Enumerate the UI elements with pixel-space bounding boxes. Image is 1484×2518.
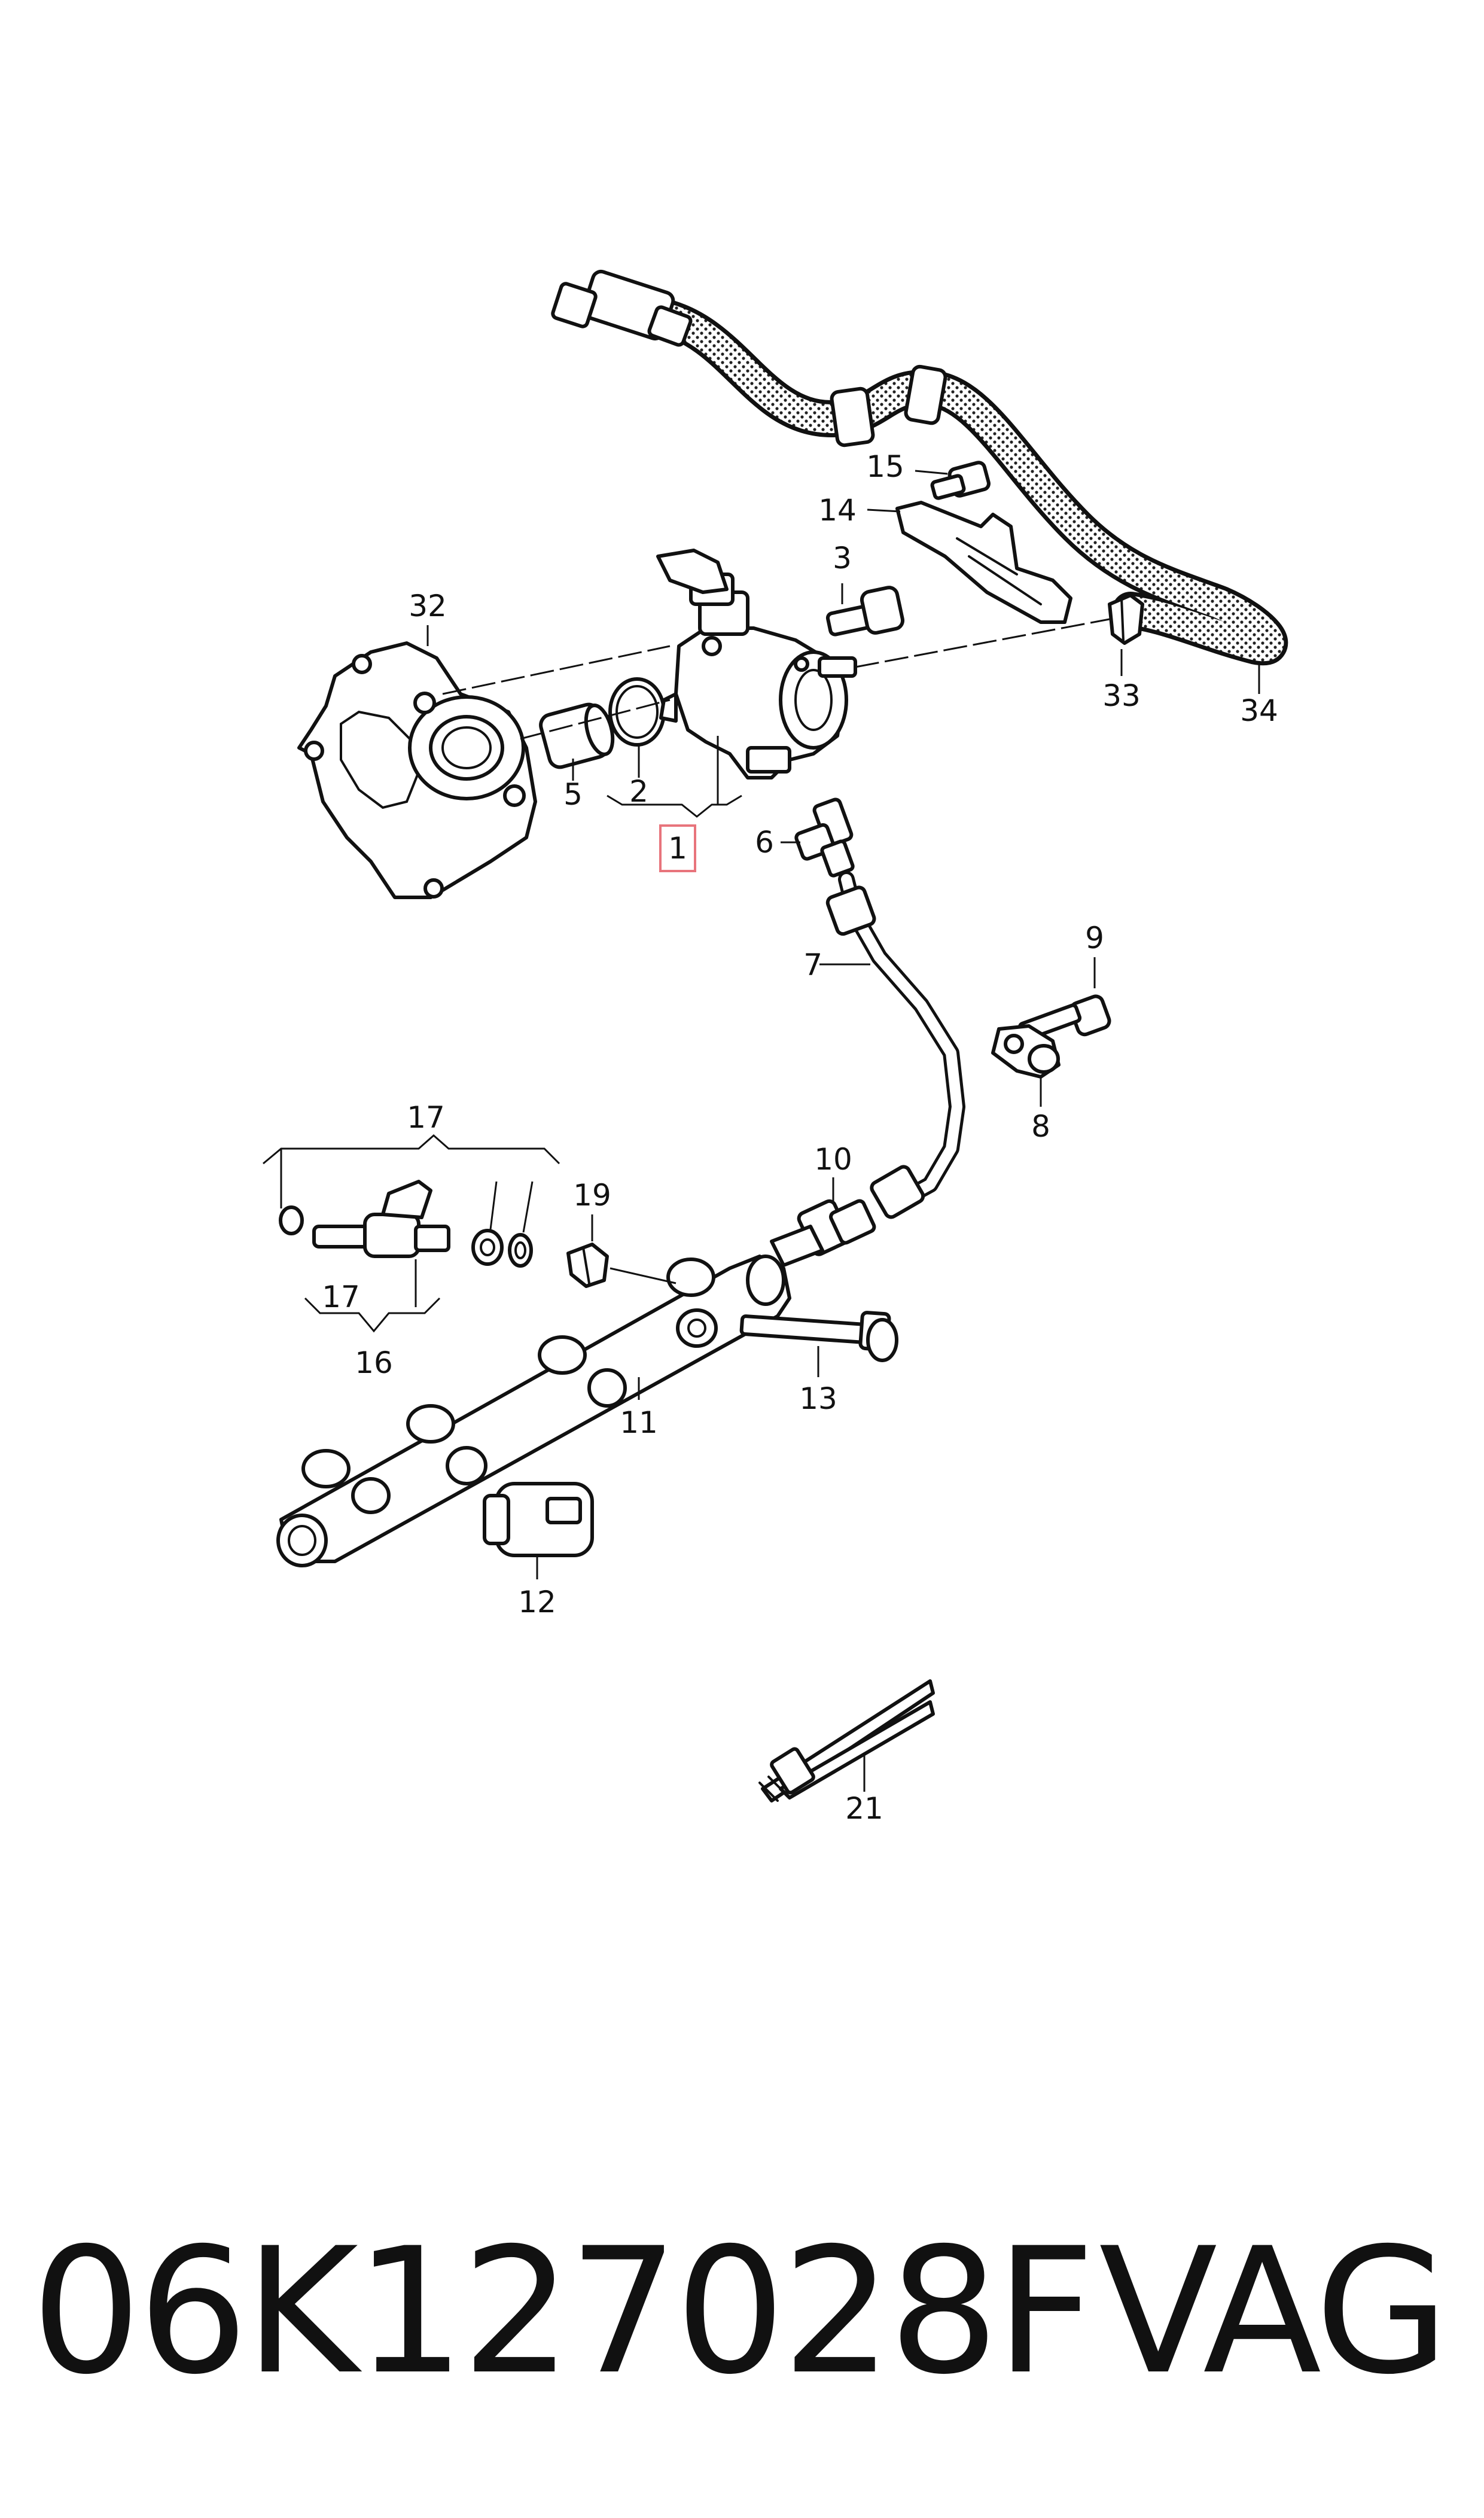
clip-33 — [1108, 593, 1144, 676]
o-ring-2 — [608, 677, 666, 778]
callout-21: 21 — [845, 1791, 883, 1826]
callout-1: 1 — [668, 831, 687, 866]
sleeve-5 — [539, 702, 615, 781]
seals-17 — [280, 1149, 534, 1268]
callout-2: 2 — [629, 774, 648, 809]
callout-8: 8 — [1031, 1109, 1050, 1144]
callout-32: 32 — [409, 589, 447, 623]
kit-bracket-1 — [607, 736, 742, 872]
fuel-rail-11 — [276, 1255, 791, 1567]
injector-16 — [279, 1180, 450, 1307]
callout-5: 5 — [563, 777, 583, 812]
callout-6: 6 — [755, 825, 774, 860]
callout-34: 34 — [1240, 693, 1278, 728]
clamp-8 — [991, 1024, 1061, 1107]
brand-label: VAG — [1099, 2211, 1449, 2413]
callout-9: 9 — [1085, 921, 1104, 955]
clip-19 — [566, 1214, 677, 1288]
adapter-10 — [770, 1177, 876, 1267]
bolt-15 — [915, 461, 991, 500]
high-pressure-pump-1 — [656, 549, 857, 780]
callout-17-bottom: 17 — [322, 1280, 360, 1314]
callout-15: 15 — [866, 449, 904, 484]
callout-17-top: 17 — [407, 1100, 445, 1135]
part-number: 06K127028F — [31, 2211, 1095, 2413]
callout-11: 11 — [620, 1405, 658, 1440]
assembly-lines — [442, 618, 1110, 740]
callout-10: 10 — [814, 1142, 852, 1177]
callout-12: 12 — [518, 1585, 556, 1619]
kit-bracket-17 — [263, 1134, 560, 1333]
callout-16: 16 — [355, 1345, 393, 1380]
callout-33: 33 — [1102, 678, 1141, 713]
callout-14: 14 — [818, 493, 857, 528]
pressure-sensor-12 — [483, 1482, 594, 1579]
callout-19: 19 — [573, 1178, 611, 1213]
callout-3: 3 — [833, 541, 852, 576]
callout-labels: 1 2 3 5 6 7 8 9 10 11 12 13 14 15 16 17 … — [322, 449, 1278, 1826]
union-nut-6 — [781, 797, 855, 878]
bolt-3 — [825, 583, 905, 637]
callout-7: 7 — [803, 948, 822, 982]
fuel-hose-34 — [551, 269, 1288, 666]
cable-tie-21 — [758, 1679, 935, 1803]
callout-13: 13 — [799, 1381, 837, 1416]
bolt-13 — [739, 1311, 898, 1377]
bracket-14 — [867, 501, 1072, 624]
pressure-pipe-7 — [819, 871, 965, 1219]
vacuum-pump-32 — [297, 625, 537, 899]
